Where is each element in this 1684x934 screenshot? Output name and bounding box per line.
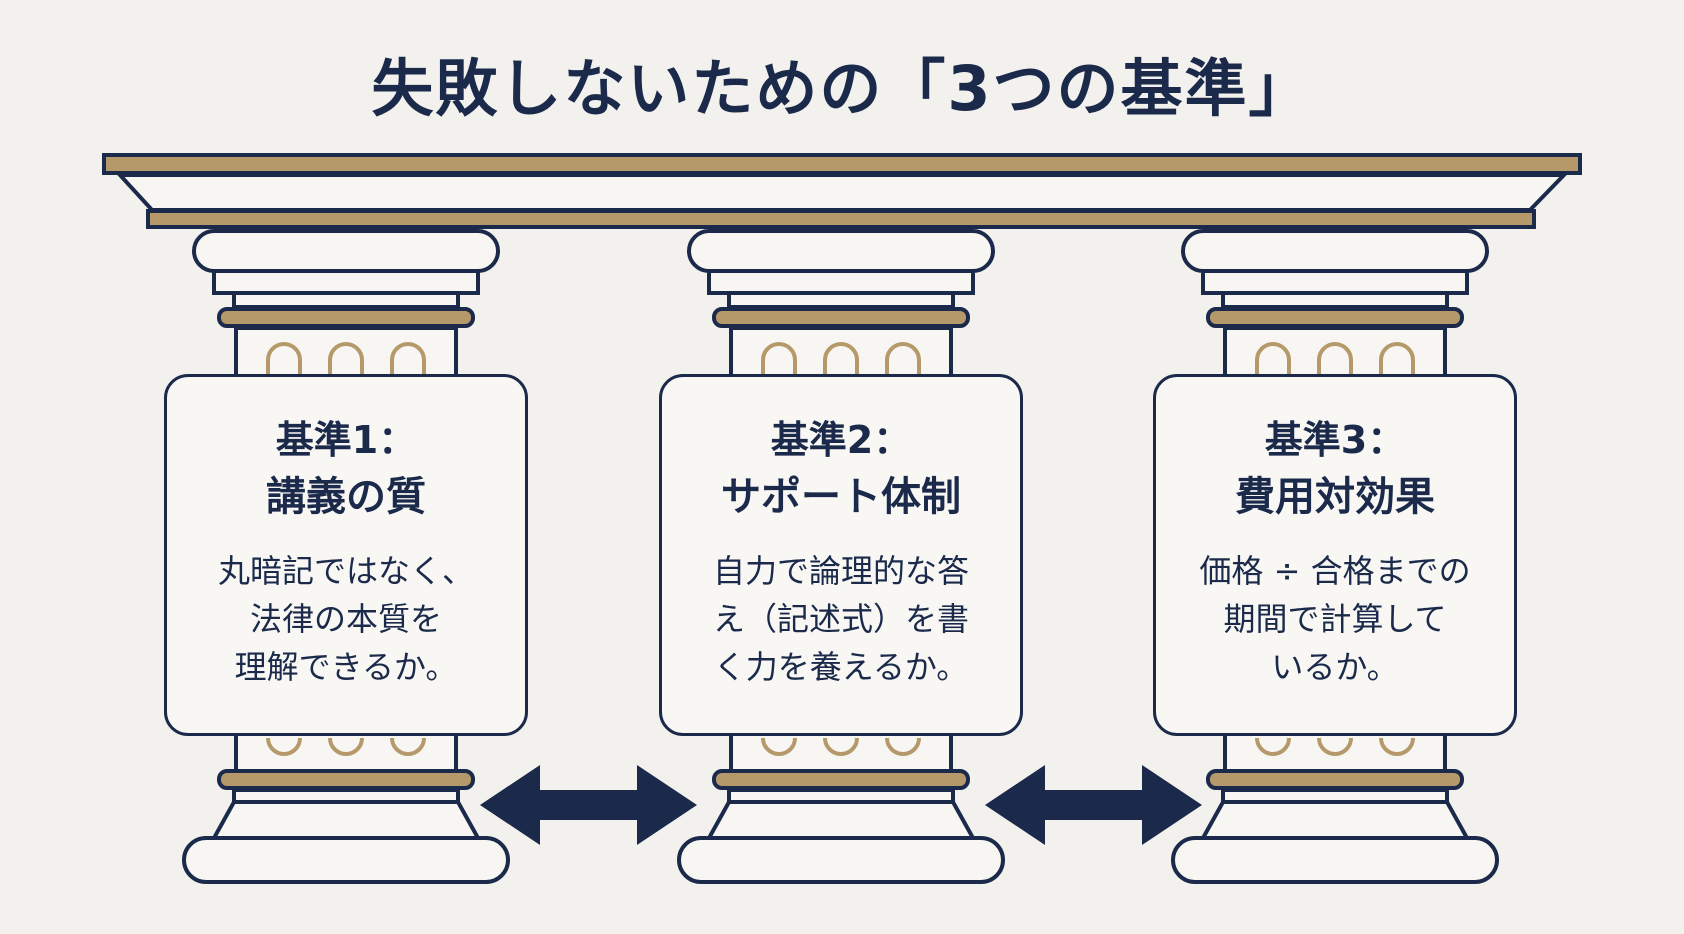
criterion-description: 自力で論理的な答 え（記述式）を書 く力を養えるか。 <box>712 552 969 686</box>
arch-ornament <box>328 342 364 375</box>
criterion-heading: 基準1： <box>275 418 417 462</box>
arch-ornament <box>390 342 426 375</box>
entablature <box>102 153 1582 229</box>
criterion-card-1: 基準1： 講義の質 丸暗記ではなく、 法律の本質を 理解できるか。 <box>164 374 528 736</box>
arch-ornament <box>885 342 921 375</box>
arch-ornament <box>390 737 426 756</box>
criterion-heading: 基準2： <box>770 418 912 462</box>
arch-ornament <box>761 737 797 756</box>
arch-ornament <box>823 737 859 756</box>
criterion-name: 講義の質 <box>266 474 426 520</box>
criterion-name: 費用対効果 <box>1235 474 1435 520</box>
criterion-name: サポート体制 <box>721 474 961 520</box>
arch-ornament <box>1317 342 1353 375</box>
arch-ornament <box>1317 737 1353 756</box>
criterion-card-3: 基準3： 費用対効果 価格 ÷ 合格までの 期間で計算して いるか。 <box>1153 374 1517 736</box>
page-title: 失敗しないための「3つの基準」 <box>371 52 1313 125</box>
arch-ornament <box>761 342 797 375</box>
arch-ornament <box>266 342 302 375</box>
criterion-heading: 基準3： <box>1264 418 1406 462</box>
criterion-description: 価格 ÷ 合格までの 期間で計算して いるか。 <box>1199 552 1471 686</box>
arch-ornament <box>328 737 364 756</box>
arch-ornament <box>1379 342 1415 375</box>
arch-ornament <box>1255 737 1291 756</box>
arch-ornament <box>885 737 921 756</box>
arch-ornament <box>1379 737 1415 756</box>
criterion-description: 丸暗記ではなく、 法律の本質を 理解できるか。 <box>217 552 474 686</box>
arch-ornament <box>823 342 859 375</box>
double-headed-arrow-icon <box>480 765 697 845</box>
criterion-card-2: 基準2： サポート体制 自力で論理的な答 え（記述式）を書 く力を養えるか。 <box>659 374 1023 736</box>
arch-ornament <box>266 737 302 756</box>
arch-ornament <box>1255 342 1291 375</box>
double-headed-arrow-icon <box>985 765 1202 845</box>
